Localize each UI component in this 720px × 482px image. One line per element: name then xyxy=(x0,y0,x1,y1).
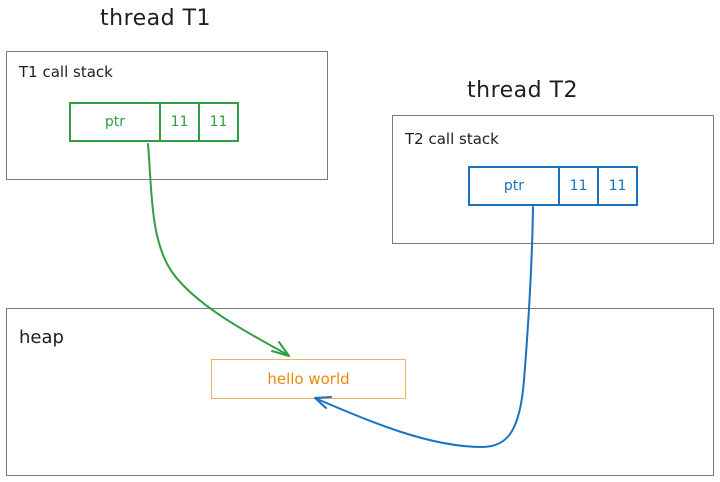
thread-t2-title: thread T2 xyxy=(467,78,579,103)
t1-call-stack-label: T1 call stack xyxy=(19,63,113,81)
t2-ptr-cell: ptr xyxy=(468,166,560,206)
thread-t1-title: thread T1 xyxy=(100,6,212,31)
heap-label: heap xyxy=(19,327,64,348)
t2-stack-frame: ptr 11 11 xyxy=(468,166,638,206)
t1-len-cell: 11 xyxy=(161,102,200,142)
t2-len-cell: 11 xyxy=(560,166,599,206)
t1-cap-cell: 11 xyxy=(200,102,239,142)
t1-stack-frame: ptr 11 11 xyxy=(69,102,239,142)
t2-cap-cell: 11 xyxy=(599,166,638,206)
t2-call-stack-label: T2 call stack xyxy=(405,130,499,148)
heap-string-value: hello world xyxy=(211,359,406,399)
t1-ptr-cell: ptr xyxy=(69,102,161,142)
